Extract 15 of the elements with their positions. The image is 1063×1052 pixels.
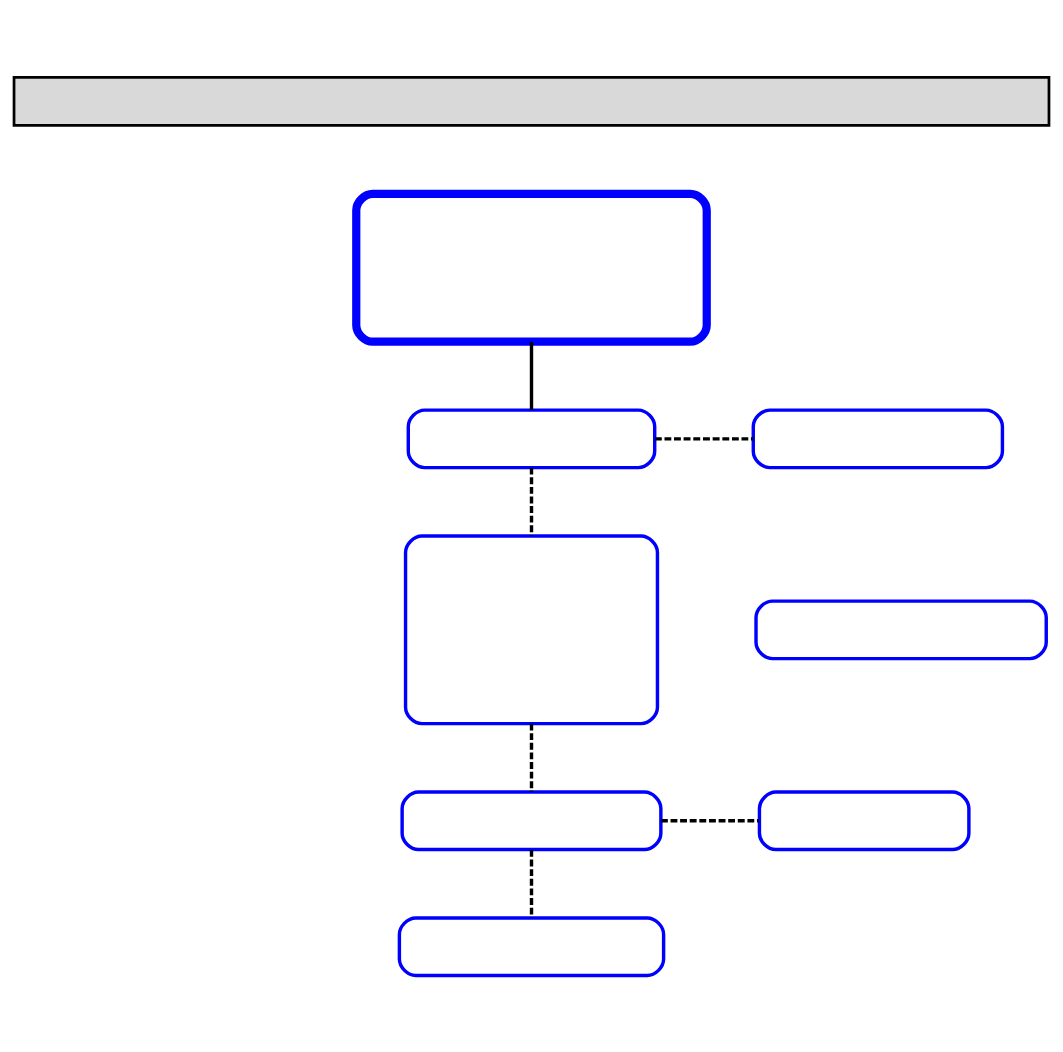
node-box — [397, 915, 666, 977]
node-box — [757, 789, 971, 851]
connector — [529, 849, 534, 918]
node-box — [751, 407, 1005, 469]
node-box — [352, 189, 711, 346]
connector — [529, 341, 534, 410]
connector — [655, 436, 754, 441]
connector — [529, 467, 534, 536]
node-box — [754, 598, 1048, 660]
node-box — [403, 533, 660, 725]
connector — [529, 723, 534, 792]
node-bar — [12, 75, 1051, 127]
node-box — [400, 789, 663, 851]
node-box — [406, 407, 657, 469]
connector — [661, 818, 760, 823]
